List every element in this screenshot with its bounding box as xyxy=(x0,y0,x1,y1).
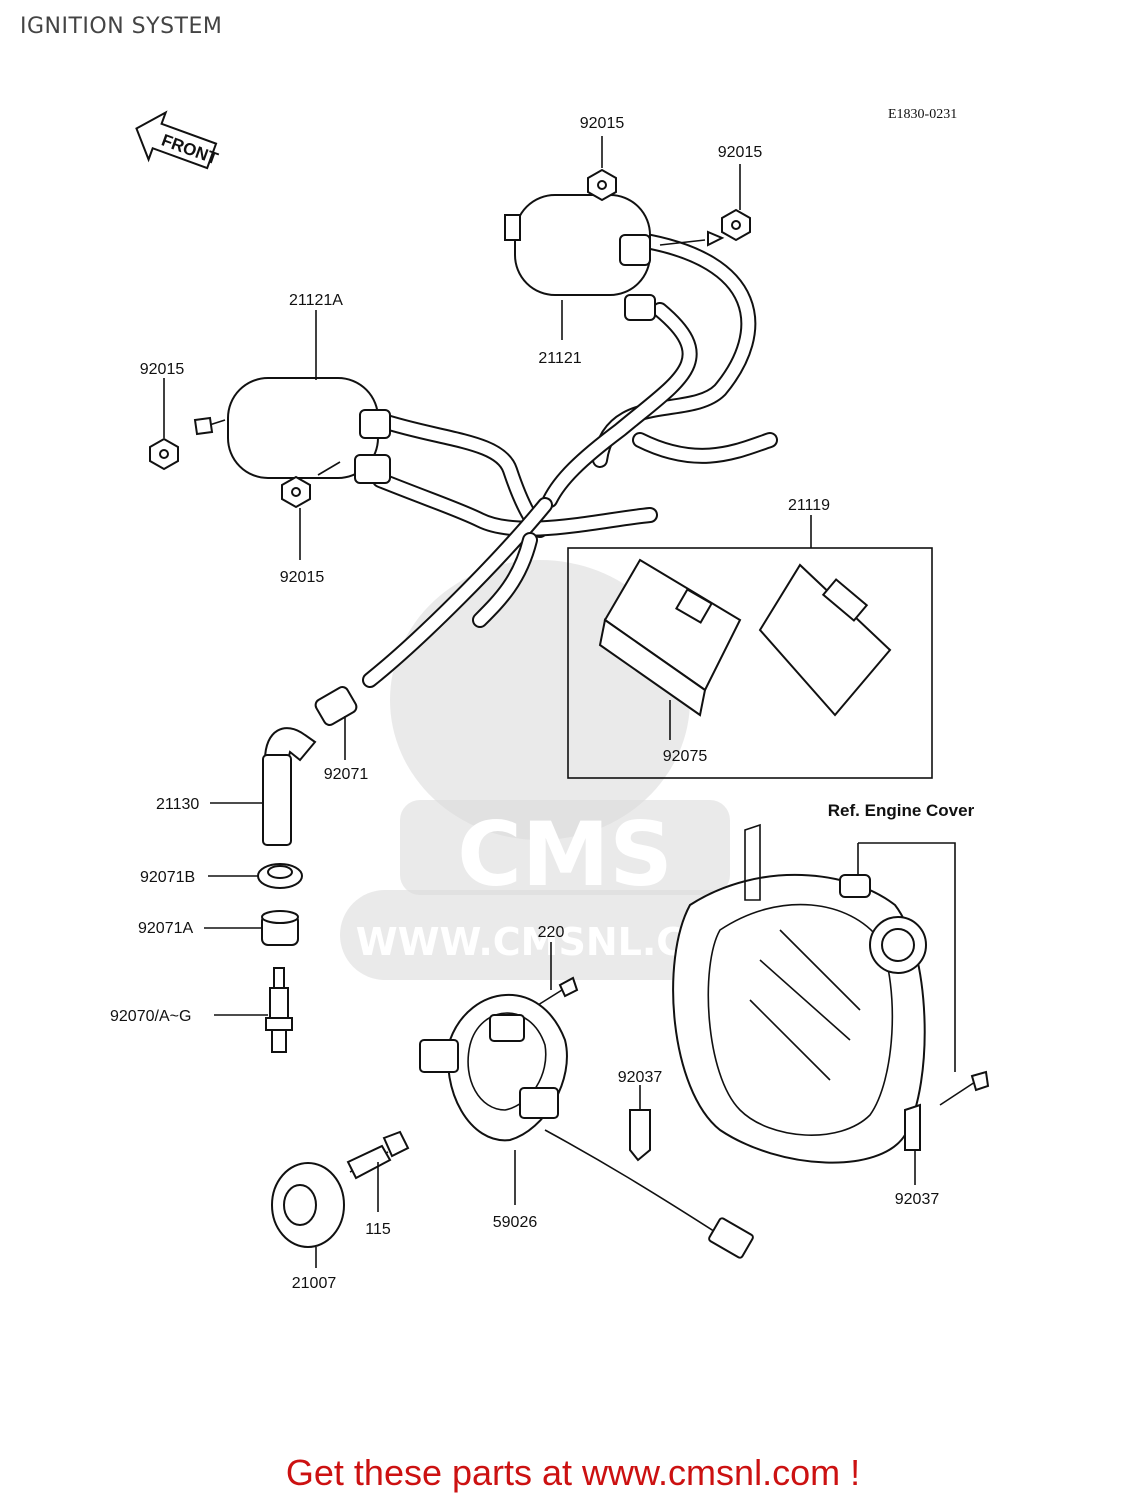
seal-92071B xyxy=(257,863,303,889)
callout-21121: 21121 xyxy=(538,350,581,367)
callout-59026: 59026 xyxy=(493,1214,538,1231)
high-tension-leads xyxy=(362,232,778,688)
callout-21121A: 21121A xyxy=(289,292,343,309)
callout-92015-top: 92015 xyxy=(580,115,625,132)
callout-92015-right: 92015 xyxy=(718,144,763,161)
spark-plug-92070 xyxy=(265,967,293,1053)
cap-92071 xyxy=(314,686,358,726)
callout-21007: 21007 xyxy=(292,1275,337,1292)
callout-92037-right: 92037 xyxy=(895,1191,940,1208)
ic-igniter-box xyxy=(567,547,933,779)
nut-92015-right xyxy=(721,208,751,242)
timing-rotor-21007 xyxy=(271,1162,345,1248)
callout-115: 115 xyxy=(365,1221,391,1238)
ref-engine-cover-label: Ref. Engine Cover xyxy=(828,801,975,820)
callout-92037-mid: 92037 xyxy=(618,1069,663,1086)
engine-cover xyxy=(672,823,927,1164)
plug-cap-21130 xyxy=(262,727,317,846)
clamp-92037 xyxy=(629,1109,651,1162)
page-title: IGNITION SYSTEM xyxy=(20,14,223,39)
seal-92071A xyxy=(261,910,299,946)
diagram-code: E1830-0231 xyxy=(888,107,957,122)
bolt-115 xyxy=(346,1130,410,1180)
pickup-coil-59026 xyxy=(419,993,754,1259)
leader-lines xyxy=(163,136,956,1268)
footer-link-text[interactable]: Get these parts at www.cmsnl.com ! xyxy=(285,1452,861,1493)
watermark-logo-text: CMS xyxy=(457,803,673,906)
callout-92071B: 92071B xyxy=(140,869,195,886)
callout-92015-lower: 92015 xyxy=(280,569,325,586)
bolt-92037-right xyxy=(904,1070,990,1151)
nut-92015-top xyxy=(587,168,617,202)
callout-92070: 92070/A~G xyxy=(110,1008,191,1025)
front-arrow: FRONT xyxy=(135,110,221,170)
callout-92015-left: 92015 xyxy=(140,361,185,378)
ignition-coil-21121 xyxy=(504,194,725,321)
callout-21130: 21130 xyxy=(156,796,199,813)
callout-92075: 92075 xyxy=(663,748,708,765)
callout-92071A: 92071A xyxy=(138,920,193,937)
nut-92015-lower xyxy=(281,475,311,509)
callout-21119: 21119 xyxy=(788,497,830,514)
callout-220: 220 xyxy=(538,924,565,941)
callout-labels: 92015 92015 21121 21121A 92015 92015 211… xyxy=(110,115,975,1292)
parts-diagram: CMS WWW.CMSNL.COM E1830-0231 FRONT xyxy=(110,107,990,1292)
ignition-coil-21121A xyxy=(193,377,391,484)
screw-220 xyxy=(537,976,579,1006)
nut-92015-left xyxy=(149,437,179,471)
callout-92071: 92071 xyxy=(324,766,369,783)
